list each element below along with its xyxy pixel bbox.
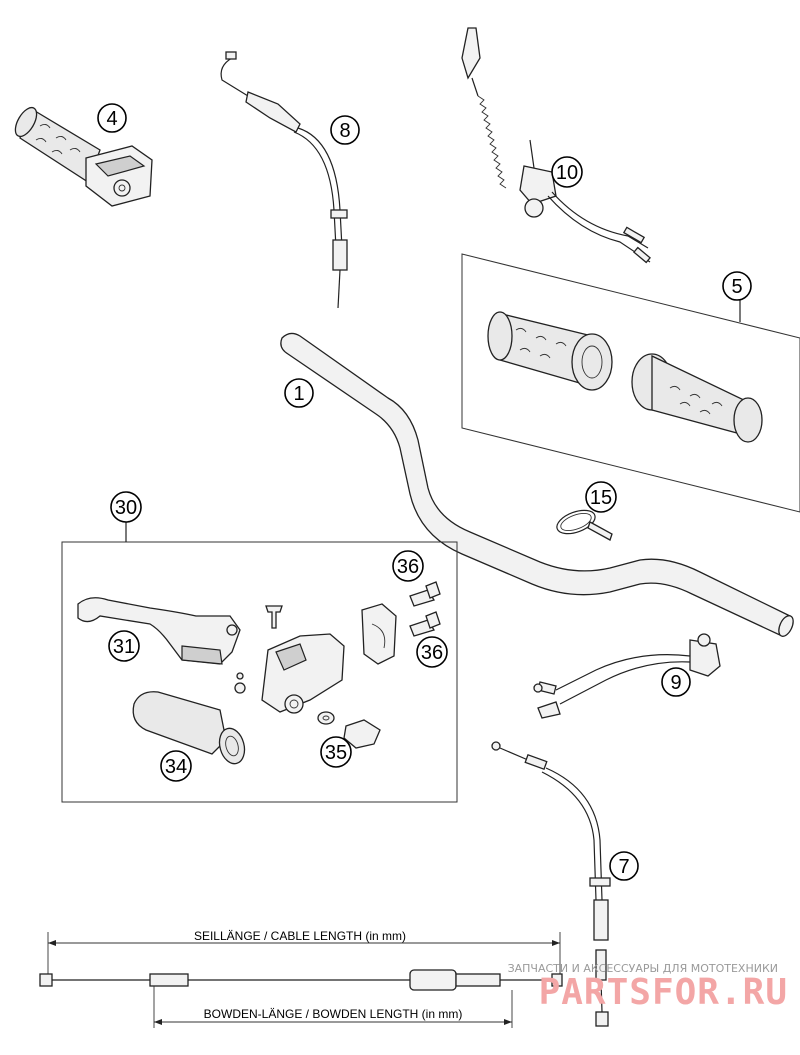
callout-label: 9 bbox=[670, 672, 681, 694]
callout-label: 36 bbox=[397, 556, 419, 578]
callout-10: 10 bbox=[551, 156, 583, 188]
callout-label: 5 bbox=[731, 276, 742, 298]
callout-label: 35 bbox=[325, 742, 347, 764]
handlebar-part-1 bbox=[280, 332, 794, 637]
callout-8: 8 bbox=[330, 115, 360, 145]
callout-31: 31 bbox=[108, 630, 140, 662]
clutch-cable-part-7 bbox=[491, 741, 611, 1027]
callout-label: 36 bbox=[421, 642, 443, 664]
bowden-length-label: BOWDEN-LÄNGE / BOWDEN LENGTH (in mm) bbox=[204, 1007, 463, 1021]
cable-length-drawing bbox=[39, 932, 563, 1028]
callout-label: 10 bbox=[556, 162, 578, 184]
clutch-lever-assembly-part-30 bbox=[61, 521, 458, 803]
callout-5: 5 bbox=[722, 271, 752, 301]
callout-label: 8 bbox=[339, 120, 350, 142]
callout-label: 30 bbox=[115, 497, 137, 519]
watermark-tagline: ЗАПЧАСТИ И АКСЕССУАРЫ ДЛЯ МОТОТЕХНИКИ bbox=[508, 962, 778, 975]
switch-part-9 bbox=[533, 633, 721, 719]
callout-label: 15 bbox=[590, 487, 612, 509]
cable-tie-part-15 bbox=[556, 509, 613, 541]
callout-label: 34 bbox=[165, 756, 187, 778]
callout-35: 35 bbox=[320, 736, 352, 768]
throttle-grip-part-4 bbox=[14, 106, 153, 207]
throttle-cable-part-8 bbox=[220, 51, 348, 309]
callout-label: 4 bbox=[106, 108, 117, 130]
callout-34: 34 bbox=[160, 750, 192, 782]
cable-length-label: SEILLÄNGE / CABLE LENGTH (in mm) bbox=[194, 929, 406, 943]
callout-label: 1 bbox=[293, 383, 304, 405]
callout-1: 1 bbox=[284, 378, 314, 408]
watermark-brand: PARTSFOR.RU bbox=[539, 972, 788, 1013]
callout-label: 31 bbox=[113, 636, 135, 658]
callout-30: 30 bbox=[110, 491, 142, 523]
kill-switch-part-10 bbox=[461, 27, 651, 264]
callout-36-bottom: 36 bbox=[416, 636, 448, 668]
callout-label: 7 bbox=[618, 856, 629, 878]
callout-7: 7 bbox=[609, 851, 639, 881]
callout-4: 4 bbox=[97, 103, 127, 133]
callout-9: 9 bbox=[661, 667, 691, 697]
callout-15: 15 bbox=[585, 481, 617, 513]
grip-set-part-5 bbox=[461, 253, 800, 513]
callout-36-top: 36 bbox=[392, 550, 424, 582]
